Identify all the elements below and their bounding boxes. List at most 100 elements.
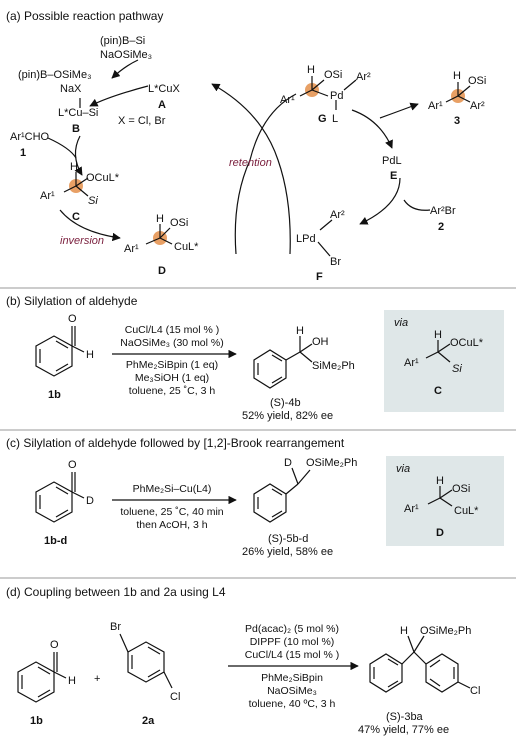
aryl-bromide-2a: Br Cl 2a	[110, 621, 180, 727]
aryl-bromide: Ar²Br	[430, 205, 456, 217]
compound-label-4b: (S)-4b	[270, 397, 301, 409]
condition-5: NaOSiMe₃	[267, 685, 317, 697]
group-osi: OSi	[170, 217, 188, 229]
species-g: H OSi Ar¹ Pd Ar² L G	[280, 64, 371, 125]
retention-curve-left	[234, 93, 297, 255]
compound-label-5b-d: (S)-5b-d	[268, 533, 308, 545]
plus-sign: +	[94, 673, 100, 685]
benzene-ring	[17, 661, 55, 703]
bond	[401, 651, 415, 665]
compound-label-1b: 1b	[30, 715, 43, 727]
species-b-formula: L*Cu–Si	[58, 107, 98, 119]
group-osime2ph: OSiMe₂Ph	[420, 625, 471, 637]
bond	[439, 489, 453, 499]
benzene-ring	[253, 349, 287, 389]
bond	[53, 671, 67, 679]
species-c-label: C	[72, 211, 80, 223]
bond	[75, 177, 89, 187]
bond	[147, 669, 161, 678]
bond	[457, 95, 471, 103]
compound-label-3ba: (S)-3ba	[386, 711, 424, 723]
bond	[55, 340, 69, 349]
condition-3: PhMe₂SiBpin (1 eq)	[126, 359, 218, 371]
group-si: Si	[452, 363, 462, 375]
via-species-label: D	[436, 527, 444, 539]
panel-b: (b) Silylation of aldehyde O H 1b CuCl/L…	[6, 294, 504, 422]
group-sime2ph: SiMe₂Ph	[312, 360, 355, 372]
bond	[387, 658, 399, 666]
species-f-label: F	[316, 271, 323, 283]
group-ar1: Ar¹	[404, 503, 419, 515]
ligand-l: L	[332, 113, 338, 125]
group-ar1: Ar¹	[280, 94, 295, 106]
inversion-label: inversion	[60, 235, 104, 247]
bond	[311, 89, 329, 97]
species-c: H OCuL* Ar¹ Si C	[40, 161, 120, 223]
product-3ba: H OSiMe₂Ph Cl (S)-3ba 47% yield, 77% ee	[358, 625, 480, 736]
bond	[147, 646, 161, 655]
panel-c: (c) Silylation of aldehyde followed by […	[6, 436, 504, 558]
bond	[55, 509, 69, 518]
panel-d-title: (d) Coupling between 1b and 2a using L4	[6, 585, 226, 599]
group-oh: OH	[312, 336, 329, 348]
panel-a: (a) Possible reaction pathway (pin)B–Si …	[6, 9, 486, 283]
atom-h: H	[296, 325, 304, 337]
atom-h: H	[453, 70, 461, 82]
atom-h: H	[400, 625, 408, 637]
atom-d: D	[284, 457, 292, 469]
bond	[145, 237, 161, 245]
group-osi: OSi	[452, 483, 470, 495]
via-species-label: C	[434, 385, 442, 397]
bond	[71, 491, 85, 499]
condition-1: CuCl/L4 (15 mol % )	[125, 324, 220, 336]
atom-cl: Cl	[470, 685, 480, 697]
species-e-formula: PdL	[382, 155, 402, 167]
bond	[299, 343, 313, 353]
atom-br: Br	[330, 256, 341, 268]
group-ar1: Ar¹	[40, 190, 55, 202]
bond	[75, 185, 89, 197]
byproduct-nax: NaX	[60, 83, 82, 95]
retention-label: retention	[229, 157, 272, 169]
yield-3ba: 47% yield, 77% ee	[358, 724, 449, 736]
aldehyde-ar1cho: Ar¹CHO	[10, 131, 50, 143]
group-osime2ph: OSiMe₂Ph	[306, 457, 357, 469]
condition-3: then AcOH, 3 h	[136, 519, 207, 531]
benzene-ring	[425, 653, 459, 693]
bond	[429, 678, 441, 687]
product-3: H OSi Ar¹ Ar² 3	[428, 70, 486, 127]
atom-h: H	[307, 64, 315, 76]
group-lpd: LPd	[296, 233, 316, 245]
atom-o: O	[68, 459, 77, 471]
bond	[163, 671, 173, 689]
species-a-label: A	[158, 99, 166, 111]
bond	[413, 651, 427, 665]
bond	[271, 354, 283, 362]
group-ocul: OCuL*	[450, 337, 484, 349]
bond	[457, 681, 471, 689]
condition-2: NaOSiMe₃ (30 mol %)	[120, 337, 223, 349]
condition-4: Me₃SiOH (1 eq)	[135, 372, 209, 384]
benzaldehyde-1b-d-panel: O H 1b	[17, 639, 76, 727]
via-box-d: via H OSi Ar¹ CuL* D	[386, 456, 504, 546]
group-ar1: Ar¹	[124, 243, 139, 255]
aldehyde-label-1: 1	[20, 147, 26, 159]
atom-cl: Cl	[170, 691, 180, 703]
benzaldehyde-1b-d: O D 1b-d	[35, 459, 94, 547]
group-cul: CuL*	[174, 241, 199, 253]
group-osi: OSi	[324, 69, 342, 81]
bond	[271, 510, 283, 518]
bond	[159, 227, 171, 239]
bond	[285, 483, 299, 495]
arrow-b-to-c	[74, 135, 83, 176]
reagent-pinb-si: (pin)B–Si	[100, 35, 145, 47]
species-f: Ar² LPd Br F	[296, 209, 345, 283]
bond	[271, 488, 283, 496]
species-e-label: E	[390, 170, 397, 182]
bond	[445, 95, 459, 103]
bond	[291, 467, 299, 485]
product-3-label: 3	[454, 115, 460, 127]
bond	[427, 497, 441, 505]
bond	[271, 376, 283, 384]
